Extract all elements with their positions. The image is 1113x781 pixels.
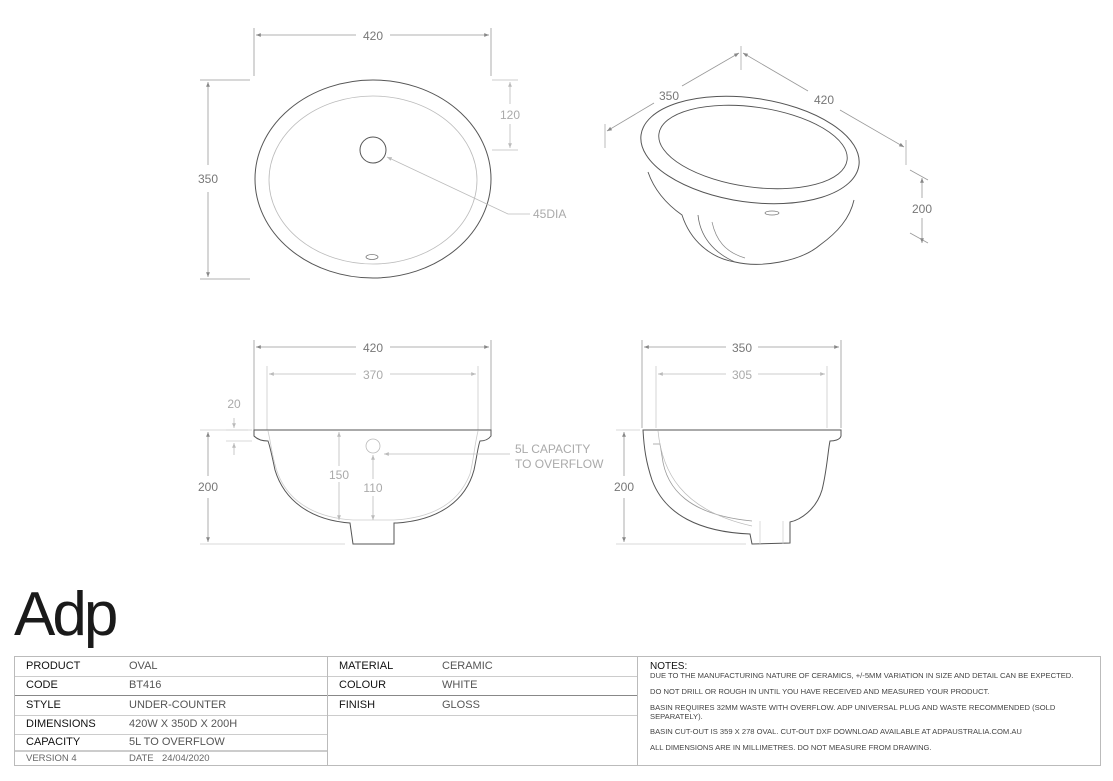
- plan-width-label: 420: [363, 29, 383, 43]
- capacity-note-line1: 5L CAPACITY: [515, 442, 590, 456]
- spec-row-style: STYLE UNDER-COUNTER: [15, 696, 328, 716]
- waste-hole-label: 45DIA: [533, 207, 566, 221]
- spec-row-product: PRODUCT OVAL: [15, 657, 328, 677]
- spec-key: FINISH: [339, 699, 376, 711]
- basin-outer-rim: [254, 79, 492, 279]
- iso-width-label: 420: [814, 93, 834, 107]
- spec-table-product: PRODUCT OVAL CODE BT416 STYLE UNDER-COUN…: [14, 656, 328, 766]
- front-inner-width-label: 370: [363, 368, 383, 382]
- waste-hole: [359, 136, 387, 164]
- version-label: VERSION 4: [26, 753, 77, 764]
- notes-title: NOTES:: [650, 661, 688, 672]
- adp-logo: Adp: [14, 580, 118, 649]
- overflow-hole: [365, 438, 381, 454]
- spec-value: BT416: [129, 679, 162, 691]
- spec-value: UNDER-COUNTER: [129, 699, 227, 711]
- spec-key: PRODUCT: [26, 660, 81, 672]
- note-item: BASIN REQUIRES 32MM WASTE WITH OVERFLOW.…: [650, 703, 1056, 721]
- spec-value: 420W X 350D X 200H: [129, 718, 238, 730]
- notes-panel: NOTES: DUE TO THE MANUFACTURING NATURE O…: [637, 656, 1101, 766]
- spec-key: MATERIAL: [339, 660, 394, 672]
- basin-inner-bowl: [268, 95, 478, 265]
- iso-inner-bowl: [658, 104, 848, 190]
- side-height-label: 200: [614, 480, 634, 494]
- side-inner-width-label: 305: [732, 368, 752, 382]
- spec-key: DIMENSIONS: [26, 718, 96, 730]
- iso-bowl-body: [647, 171, 855, 265]
- overflow-height-label: 110: [363, 481, 382, 495]
- plan-depth-label: 350: [198, 172, 218, 186]
- spec-value: CERAMIC: [442, 660, 493, 672]
- overflow-slot: [365, 254, 379, 260]
- front-section-view: 420 370 20 200 150 110 5L CAPACITY TO OV…: [198, 340, 604, 545]
- front-height-label: 200: [198, 480, 218, 494]
- plan-waste-offset-label: 120: [500, 108, 520, 122]
- date-label: DATE: [129, 753, 154, 764]
- spec-value: 5L TO OVERFLOW: [129, 736, 225, 748]
- note-item: DUE TO THE MANUFACTURING NATURE OF CERAM…: [650, 671, 1074, 680]
- capacity-note-line2: TO OVERFLOW: [515, 457, 604, 471]
- spec-row-capacity: CAPACITY 5L TO OVERFLOW: [15, 735, 328, 752]
- plan-view: 420 350 120 45DIA: [198, 28, 566, 280]
- spec-value: WHITE: [442, 679, 478, 691]
- technical-drawing: 420 350 120 45DIA 350 420 200: [198, 28, 932, 545]
- side-section-view: 350 305 200: [614, 340, 842, 545]
- spec-row-finish: FINISH GLOSS: [328, 696, 638, 716]
- spec-key: CODE: [26, 679, 58, 691]
- spec-key: COLOUR: [339, 679, 387, 691]
- version-row: VERSION 4 DATE 24/04/2020: [15, 752, 328, 766]
- iso-height-label: 200: [912, 202, 932, 216]
- spec-row-code: CODE BT416: [15, 676, 328, 696]
- front-width-label: 420: [363, 341, 383, 355]
- front-basin-profile: [253, 429, 492, 545]
- note-item: DO NOT DRILL OR ROUGH IN UNTIL YOU HAVE …: [650, 687, 990, 696]
- spec-row-material: MATERIAL CERAMIC: [328, 657, 638, 677]
- date-value: 24/04/2020: [162, 753, 210, 764]
- bowl-depth-label: 150: [329, 468, 349, 482]
- side-width-label: 350: [732, 341, 752, 355]
- spec-value: OVAL: [129, 660, 158, 672]
- iso-depth-label: 350: [659, 89, 679, 103]
- iso-outer-rim: [640, 95, 860, 205]
- note-item: ALL DIMENSIONS ARE IN MILLIMETRES. DO NO…: [650, 743, 932, 752]
- isometric-view: 350 420 200: [604, 46, 932, 265]
- spec-key: CAPACITY: [26, 736, 81, 748]
- spec-row-dimensions: DIMENSIONS 420W X 350D X 200H: [15, 715, 328, 735]
- spec-value: GLOSS: [442, 699, 480, 711]
- rim-thickness-label: 20: [227, 397, 241, 411]
- spec-table-material: MATERIAL CERAMIC COLOUR WHITE FINISH GLO…: [327, 656, 638, 766]
- iso-waste: [764, 210, 780, 216]
- spec-key: STYLE: [26, 699, 61, 711]
- spec-row-colour: COLOUR WHITE: [328, 676, 638, 696]
- note-item: BASIN CUT-OUT IS 359 X 278 OVAL. CUT-OUT…: [650, 727, 1022, 736]
- side-basin-profile: [642, 429, 842, 545]
